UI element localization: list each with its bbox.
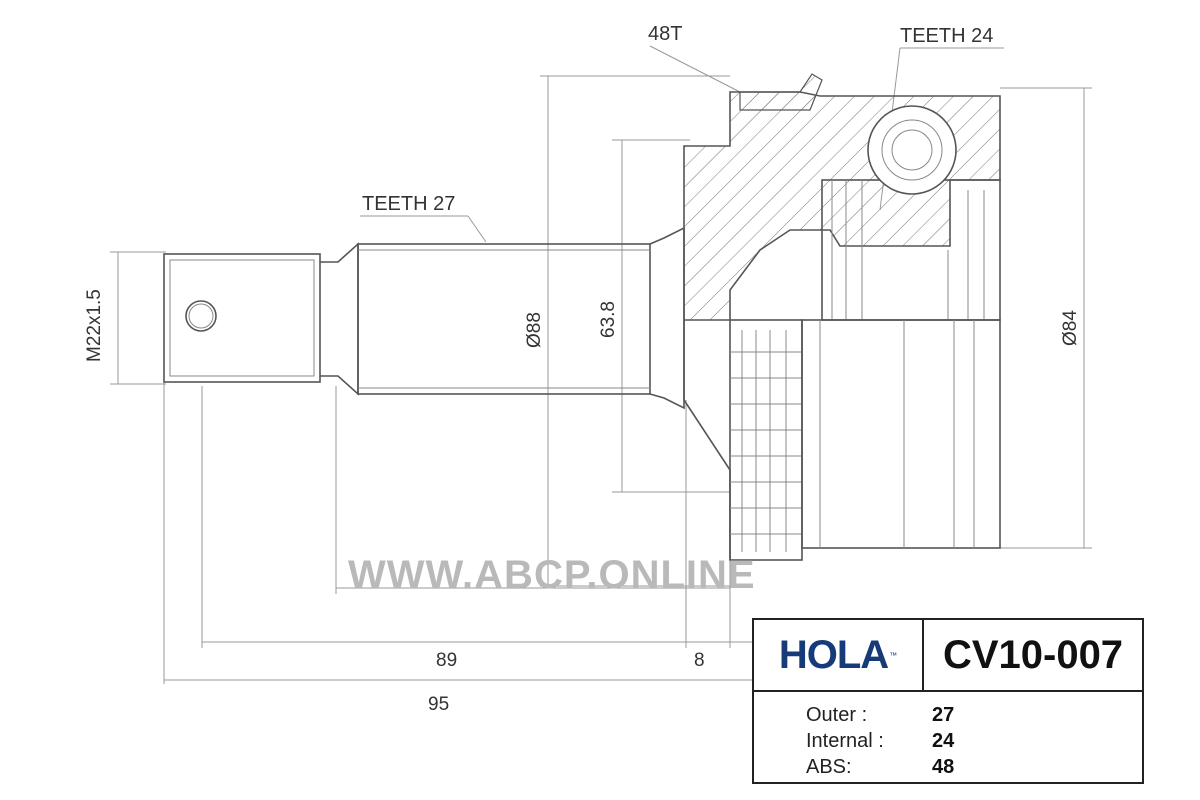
threaded-stub	[163, 242, 359, 396]
spec-value: 24	[932, 729, 955, 752]
label-thread: M22x1.5	[84, 289, 105, 362]
spec-label: Internal :	[806, 729, 884, 752]
brand-trademark: ™	[889, 650, 898, 660]
spec-value: 27	[932, 703, 955, 726]
spec-value: 48	[932, 755, 955, 778]
spec-row-outer: Outer : 27	[806, 702, 954, 728]
label-len-8: 8	[694, 650, 705, 671]
label-shaft-teeth: TEETH 27	[362, 193, 455, 215]
brand-name: HOLA	[778, 632, 889, 677]
splined-shaft	[357, 226, 685, 410]
label-dia-88: Ø88	[524, 312, 545, 348]
watermark: WWW.ABCP.ONLINE	[348, 553, 756, 597]
outer-housing	[683, 73, 1001, 560]
bell-housing	[801, 319, 1001, 549]
label-len-95: 95	[428, 694, 449, 715]
label-len-89: 89	[436, 650, 457, 671]
abs-ring	[729, 319, 803, 561]
spec-label: ABS:	[806, 755, 852, 778]
label-inner-teeth: TEETH 24	[900, 25, 993, 47]
spec-label: Outer :	[806, 703, 868, 726]
product-code: CV10-007	[942, 632, 1124, 677]
spec-row-internal: Internal : 24	[806, 728, 954, 754]
label-dia-63: 63.8	[598, 301, 619, 338]
label-dia-84: Ø84	[1060, 310, 1081, 346]
spec-row-abs: ABS: 48	[806, 754, 954, 780]
label-48t: 48T	[648, 23, 682, 45]
spec-list: Outer : 27 Internal : 24 ABS: 48	[806, 702, 954, 780]
